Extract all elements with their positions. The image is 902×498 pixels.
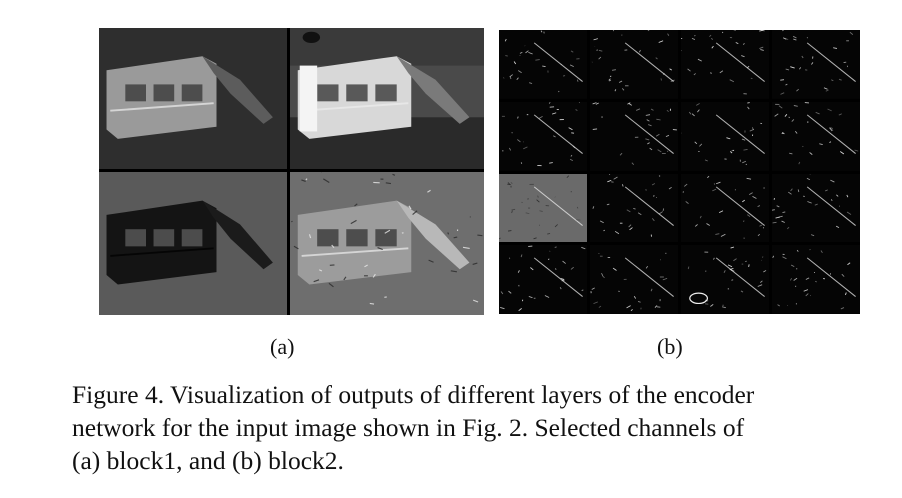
caption-line-3: (a) block1, and (b) block2. (72, 446, 344, 475)
block2-channel-6 (590, 101, 678, 171)
block2-channel-9 (499, 173, 587, 243)
block2-channel-11 (681, 173, 769, 243)
block1-channel-3 (99, 172, 287, 315)
panel-b-feature-maps (499, 30, 860, 314)
block1-channel-4 (290, 172, 484, 315)
block2-channel-2 (590, 30, 678, 99)
block2-channel-12 (772, 173, 860, 243)
block2-channel-10 (590, 173, 678, 243)
caption-line-2: network for the input image shown in Fig… (72, 413, 745, 442)
panel-a-feature-maps (99, 28, 484, 315)
panel-b-label: (b) (657, 334, 683, 359)
block2-channel-15 (681, 245, 769, 314)
block1-channel-2 (290, 28, 484, 169)
block2-channel-16 (772, 245, 860, 314)
block2-channel-5 (499, 101, 587, 171)
block2-channel-3 (681, 30, 769, 99)
figure-caption: Figure 4. Visualization of outputs of di… (72, 378, 902, 477)
caption-line-1: Figure 4. Visualization of outputs of di… (72, 380, 755, 409)
block2-channel-1 (499, 30, 587, 99)
block2-channel-4 (772, 30, 860, 99)
block2-channel-13 (499, 245, 587, 314)
block2-channel-7 (681, 101, 769, 171)
block2-channel-8 (772, 101, 860, 171)
block1-channel-1 (99, 28, 287, 169)
panel-a-label: (a) (270, 334, 295, 359)
block2-channel-14 (590, 245, 678, 314)
